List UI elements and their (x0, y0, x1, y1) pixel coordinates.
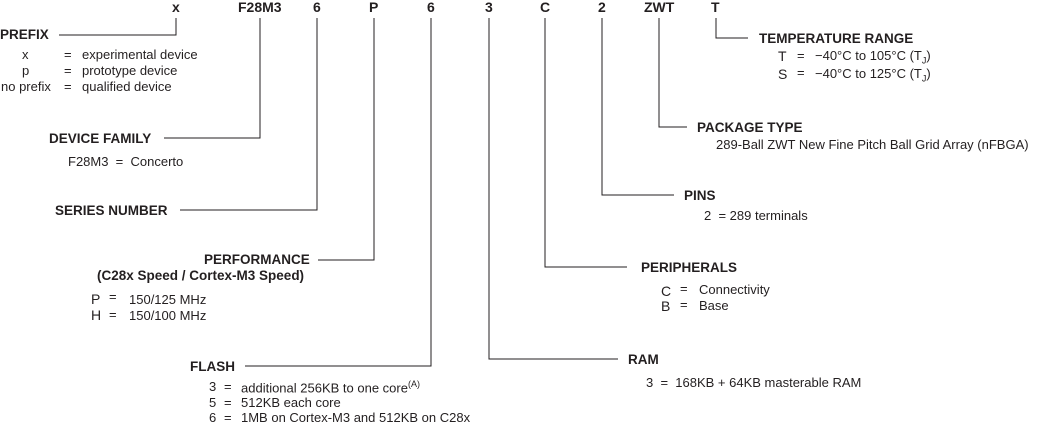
code-ram: 3 (485, 0, 493, 15)
series-connector (180, 18, 318, 211)
flash-desc: 1MB on Cortex-M3 and 512KB on C28x (241, 410, 471, 425)
peripherals-key: C (661, 283, 672, 299)
ram-connector (488, 18, 618, 360)
prefix-desc: experimental device (82, 47, 198, 62)
temperature-connector (715, 18, 748, 39)
peripherals-eq: = (680, 297, 688, 312)
prefix-eq: = (64, 79, 72, 94)
performance-key: H (91, 307, 102, 323)
prefix-desc: prototype device (82, 63, 178, 78)
peripherals-desc: Base (699, 298, 729, 313)
prefix-key: p (22, 63, 30, 78)
peripherals-eq: = (680, 281, 688, 296)
code-peripherals: C (540, 0, 551, 15)
code-prefix: x (172, 0, 180, 15)
flash-key: 5 (209, 395, 217, 410)
flash-key: 3 (209, 379, 217, 394)
performance-subtitle: (C28x Speed / Cortex-M3 Speed) (97, 268, 305, 283)
flash-desc: 512KB each core (241, 395, 341, 410)
temperature-desc: −40°C to 105°C (TJ) (815, 49, 931, 66)
performance-desc: 150/125 MHz (129, 292, 207, 307)
performance-connector (318, 18, 375, 261)
flash-key: 6 (209, 410, 217, 425)
temperature-end: ) (926, 66, 931, 81)
temperature-sub: J (921, 73, 927, 84)
code-performance: P (369, 0, 379, 15)
performance-desc: 150/100 MHz (129, 308, 207, 323)
peripherals-title: PERIPHERALS (641, 260, 738, 275)
performance-eq: = (109, 289, 117, 304)
flash-footnote: (A) (407, 379, 420, 389)
performance-title: PERFORMANCE (204, 252, 310, 267)
device-family-title: DEVICE FAMILY (49, 131, 152, 146)
package-connector (658, 18, 687, 128)
pins-connector (601, 18, 674, 196)
prefix-title: PREFIX (0, 27, 49, 42)
ram-line: 3 = 168KB + 64KB masterable RAM (646, 375, 862, 390)
performance-eq: = (109, 307, 117, 322)
device-family-line: F28M3 = Concerto (68, 154, 184, 169)
flash-connector (245, 18, 432, 367)
temperature-desc-text: −40°C to 105°C (T (815, 48, 922, 63)
temperature-desc-text: −40°C to 125°C (T (815, 66, 922, 81)
peripherals-connector (544, 18, 627, 268)
code-flash: 6 (427, 0, 435, 15)
temperature-sub: J (921, 55, 927, 66)
flash-desc-text: additional 256KB to one core (241, 380, 408, 396)
prefix-eq: = (64, 63, 72, 78)
package-type-line: 289-Ball ZWT New Fine Pitch Ball Grid Ar… (716, 137, 1029, 152)
prefix-key: no prefix (1, 79, 51, 94)
pins-title: PINS (684, 188, 716, 203)
flash-eq: = (224, 379, 232, 394)
temperature-key: S (778, 66, 788, 82)
prefix-key: x (22, 47, 29, 62)
code-package: ZWT (644, 0, 675, 15)
temperature-range-title: TEMPERATURE RANGE (759, 31, 914, 46)
ram-title: RAM (628, 352, 659, 367)
flash-title: FLASH (190, 359, 235, 374)
temperature-key: T (778, 48, 787, 64)
temperature-desc: −40°C to 125°C (TJ) (815, 67, 931, 84)
family-connector (164, 18, 261, 139)
code-series: 6 (313, 0, 321, 15)
pins-line: 2 = 289 terminals (704, 208, 808, 223)
package-type-title: PACKAGE TYPE (697, 120, 803, 135)
temperature-eq: = (797, 48, 805, 63)
prefix-eq: = (64, 47, 72, 62)
performance-key: P (91, 291, 101, 307)
peripherals-desc: Connectivity (699, 282, 770, 297)
temperature-eq: = (797, 65, 805, 80)
code-pins: 2 (598, 0, 606, 15)
code-family: F28M3 (238, 0, 282, 15)
temperature-end: ) (926, 48, 931, 63)
peripherals-key: B (661, 298, 671, 314)
code-temperature: T (711, 0, 720, 15)
flash-eq: = (224, 410, 232, 425)
prefix-desc: qualified device (82, 79, 172, 94)
series-number-title: SERIES NUMBER (55, 203, 168, 218)
prefix-connector (59, 18, 177, 36)
flash-eq: = (224, 395, 232, 410)
flash-desc: additional 256KB to one core(A) (241, 379, 420, 396)
